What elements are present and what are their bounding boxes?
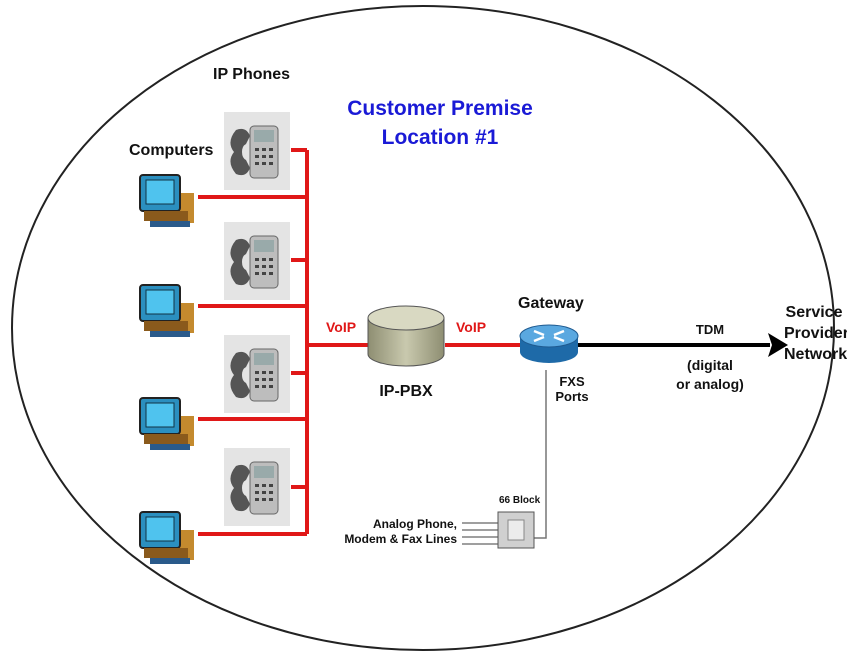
service-line-3: Network — [784, 346, 847, 363]
title-line-2: Location #1 — [381, 126, 499, 149]
computers-label: Computers — [129, 142, 214, 159]
analog-line-1: Analog Phone, — [373, 517, 457, 531]
tdm-link — [578, 333, 788, 357]
block-label: 66 Block — [499, 495, 541, 506]
service-line-2: Provider — [784, 325, 847, 342]
block-icon — [462, 511, 535, 549]
ip-phone-icon — [224, 222, 290, 300]
computer-icon — [139, 397, 194, 450]
ip-phones-label: IP Phones — [213, 66, 291, 83]
pbx-server-icon — [367, 305, 445, 367]
fxs-line-1: FXS — [559, 374, 585, 389]
service-provider-label: Service Provider Network — [784, 302, 847, 365]
service-line-1: Service — [785, 304, 843, 321]
tdm-note: (digital or analog) — [650, 356, 770, 394]
tdm-note-line-1: (digital — [687, 357, 733, 373]
tdm-label: TDM — [695, 322, 725, 337]
analog-line-2: Modem & Fax Lines — [344, 532, 457, 546]
fxs-ports-label: FXS Ports — [552, 374, 592, 404]
voip-label-left: VoIP — [326, 319, 357, 335]
voip-lines — [198, 148, 521, 536]
fxs-line — [534, 370, 547, 539]
title-line-1: Customer Premise — [347, 97, 533, 120]
voip-label-right: VoIP — [456, 319, 487, 335]
fxs-line-2: Ports — [555, 389, 589, 404]
analog-lines-label: Analog Phone, Modem & Fax Lines — [320, 517, 457, 547]
router-icon — [519, 324, 579, 363]
computer-icon — [139, 174, 194, 227]
ip-phone-icon — [224, 112, 290, 190]
premise-boundary — [11, 5, 835, 651]
computer-icon — [139, 284, 194, 337]
ip-phone-icon — [224, 335, 290, 413]
computer-icon — [139, 511, 194, 564]
ip-pbx-label: IP-PBX — [379, 383, 433, 400]
gateway-label: Gateway — [518, 295, 584, 312]
tdm-note-line-2: or analog) — [676, 376, 744, 392]
diagram-title: Customer Premise Location #1 — [345, 94, 535, 152]
ip-phone-icon — [224, 448, 290, 526]
